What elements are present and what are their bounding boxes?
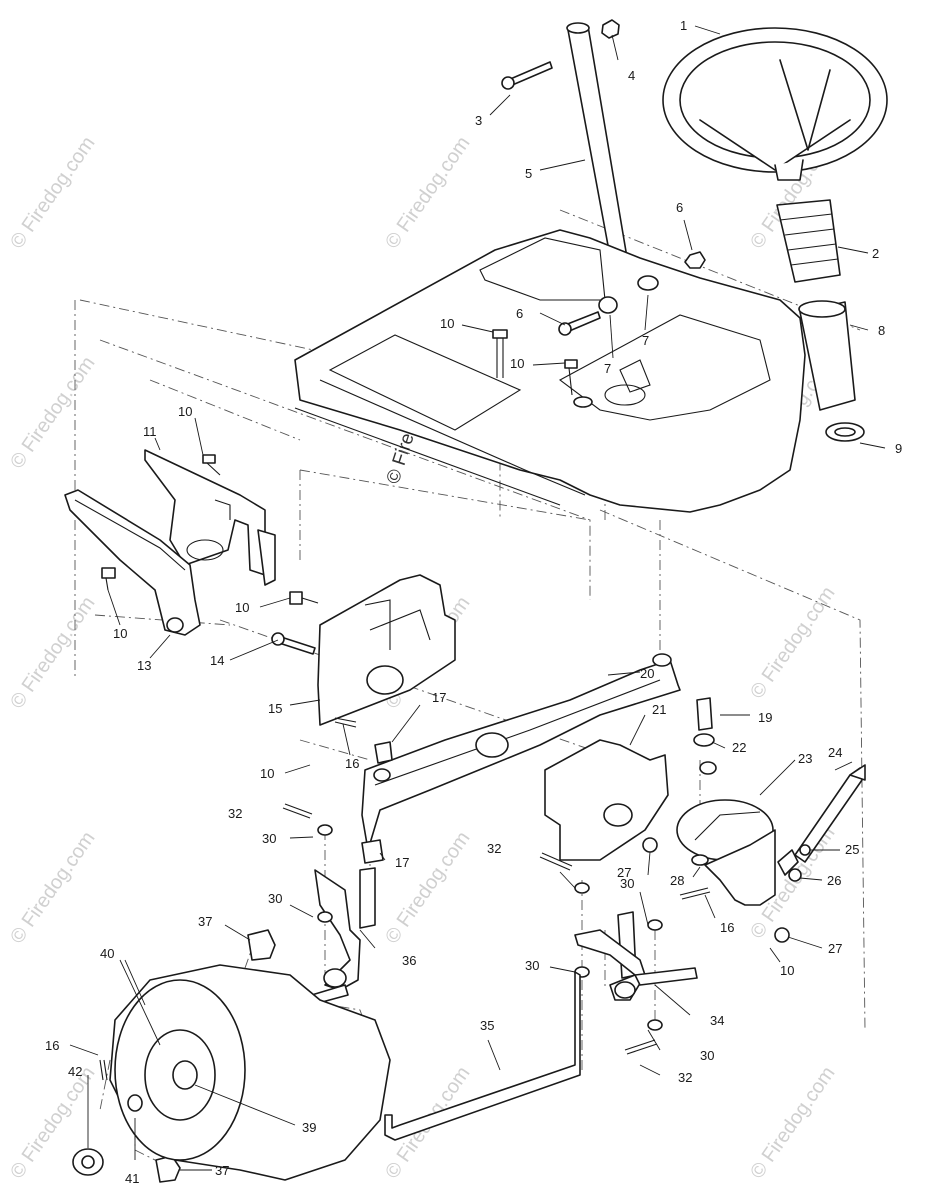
part-label-6: 6	[516, 306, 523, 321]
part-label-19: 19	[758, 710, 772, 725]
part-label-23: 23	[798, 751, 812, 766]
part-label-37: 37	[198, 914, 212, 929]
part-label-10: 10	[510, 356, 524, 371]
part-label-34: 34	[710, 1013, 724, 1028]
cotter-pins	[99, 717, 711, 1081]
spindle-left	[294, 867, 376, 1009]
part-label-40: 40	[100, 946, 114, 961]
part-label-21: 21	[652, 702, 666, 717]
steering-boot	[776, 199, 841, 283]
nuts-right	[642, 837, 811, 943]
pivot-bushing	[693, 697, 717, 775]
part-label-13: 13	[137, 658, 151, 673]
watermark-text: © Firedog.com	[6, 353, 99, 473]
axle-mount-plate	[544, 739, 669, 861]
part-label-16: 16	[345, 756, 359, 771]
flange-bushing	[825, 422, 865, 442]
part-label-27: 27	[617, 865, 631, 880]
part-label-10: 10	[113, 626, 127, 641]
part-label-30: 30	[268, 891, 282, 906]
watermark-text: © Firedog.com	[381, 828, 474, 948]
part-labels: 1 2 3 4 5 6 6 7 7 8 9 10 10 10 10 10 10 …	[45, 18, 902, 1186]
part-label-10: 10	[440, 316, 454, 331]
part-label-7: 7	[642, 333, 649, 348]
part-label-20: 20	[640, 666, 654, 681]
part-label-3: 3	[475, 113, 482, 128]
watermark-text: © Firedog.com	[746, 583, 839, 703]
part-label-6: 6	[676, 200, 683, 215]
part-label-2: 2	[872, 246, 879, 261]
part-label-36: 36	[402, 953, 416, 968]
part-label-17: 17	[395, 855, 409, 870]
watermark-text: © Firedog.com	[381, 133, 474, 253]
bolt-and-nut-top	[501, 19, 620, 90]
wheel-hardware	[72, 1094, 143, 1176]
part-label-41: 41	[125, 1171, 139, 1186]
part-label-5: 5	[525, 166, 532, 181]
frame-bracket-upper	[144, 449, 276, 586]
part-label-24: 24	[828, 745, 842, 760]
watermark-text: © Firedog.com	[6, 133, 99, 253]
part-label-42: 42	[68, 1064, 82, 1079]
part-label-22: 22	[732, 740, 746, 755]
part-label-10: 10	[780, 963, 794, 978]
part-label-39: 39	[302, 1120, 316, 1135]
long-bolt	[271, 632, 316, 655]
part-label-1: 1	[680, 18, 687, 33]
steering-wheel	[662, 27, 888, 181]
part-label-8: 8	[878, 323, 885, 338]
part-label-30: 30	[525, 958, 539, 973]
part-label-28: 28	[670, 873, 684, 888]
bolts-dash	[492, 329, 593, 408]
hub-caps	[155, 929, 276, 1183]
part-label-9: 9	[895, 441, 902, 456]
steering-column-tube	[798, 300, 856, 411]
part-label-10: 10	[178, 404, 192, 419]
part-label-30: 30	[262, 831, 276, 846]
part-label-32: 32	[678, 1070, 692, 1085]
part-label-7: 7	[604, 361, 611, 376]
part-label-14: 14	[210, 653, 224, 668]
part-label-35: 35	[480, 1018, 494, 1033]
front-wheel	[109, 964, 391, 1181]
part-label-27: 27	[828, 941, 842, 956]
part-label-25: 25	[845, 842, 859, 857]
leader-lines	[69, 25, 886, 1171]
spacers	[361, 741, 393, 864]
spindle-right	[574, 911, 698, 1001]
tie-rod	[384, 971, 581, 1141]
part-label-16: 16	[720, 920, 734, 935]
part-label-10: 10	[260, 766, 274, 781]
part-label-32: 32	[228, 806, 242, 821]
watermark-text: © Firedog.com	[6, 593, 99, 713]
part-label-16: 16	[45, 1038, 59, 1053]
part-label-17: 17	[432, 690, 446, 705]
part-label-10: 10	[235, 600, 249, 615]
axle-support-bracket	[317, 574, 456, 726]
bolts-left	[101, 454, 319, 605]
frame-arm-left	[64, 489, 201, 636]
part-label-30: 30	[620, 876, 634, 891]
dash-panel	[294, 229, 806, 513]
part-label-11: 11	[143, 424, 157, 439]
drag-link	[777, 764, 866, 876]
watermark-text: © Firedog.com	[746, 1063, 839, 1183]
part-label-15: 15	[268, 701, 282, 716]
sector-gear	[676, 799, 776, 906]
part-label-30: 30	[700, 1048, 714, 1063]
part-label-37: 37	[215, 1163, 229, 1178]
washers-dash	[558, 251, 706, 336]
part-label-32: 32	[487, 841, 501, 856]
part-label-26: 26	[827, 873, 841, 888]
watermark-text: © Firedog.com	[6, 828, 99, 948]
part-label-4: 4	[628, 68, 635, 83]
front-axle	[361, 653, 681, 851]
